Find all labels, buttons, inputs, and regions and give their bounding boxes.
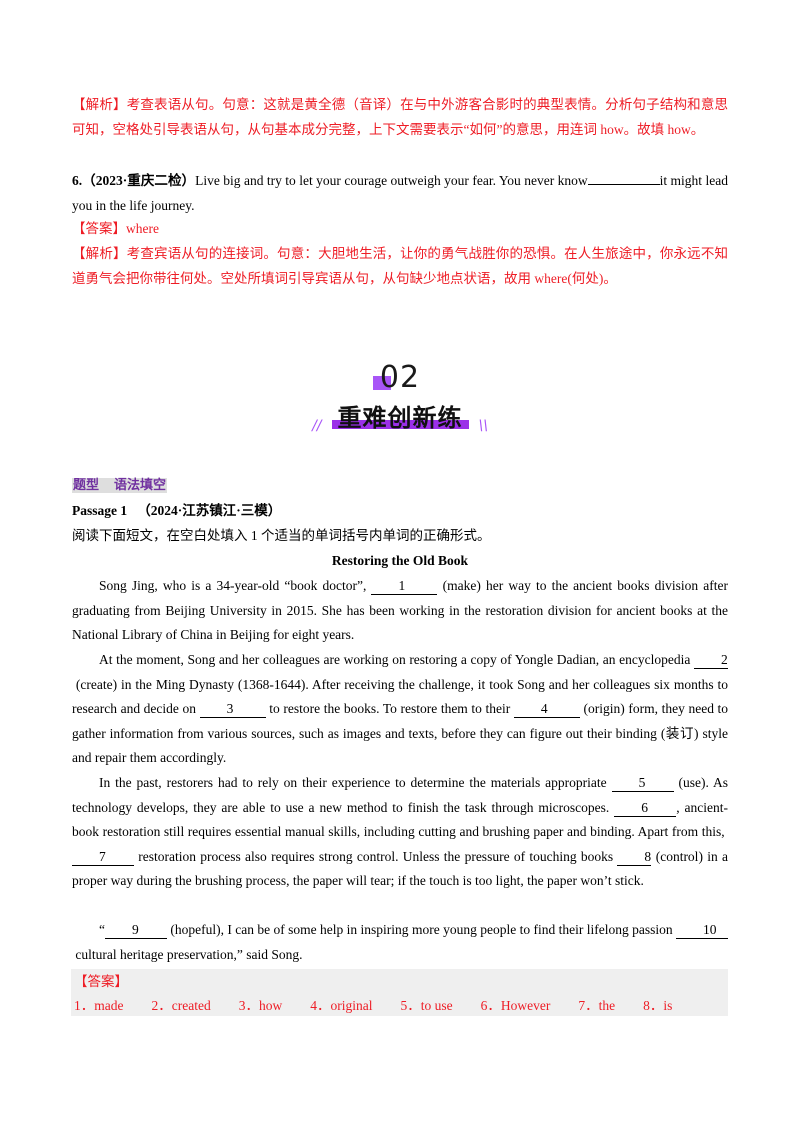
blank-2: 2 xyxy=(694,652,729,669)
question-stem-before: Live big and try to let your courage out… xyxy=(195,173,588,188)
answer-blank xyxy=(587,168,660,185)
answer-item: 7．the xyxy=(578,998,616,1013)
answer-list: 1．made 2．created 3．how 4．original 5．to use 6．… xyxy=(74,994,700,1014)
analysis-label: 【解析】 xyxy=(72,246,127,261)
blank-9: 9 xyxy=(105,922,167,939)
answer-item: 6．However xyxy=(480,998,551,1013)
answer-item: 5．to use xyxy=(400,998,453,1013)
section-title: // 重难创新练 \\ xyxy=(0,398,800,434)
text: cultural heritage preservation,” said So… xyxy=(75,946,303,962)
text: (origin) form, they need to gather infor… xyxy=(72,701,729,765)
type-name: 语法填空 xyxy=(100,478,168,493)
answer-value: where xyxy=(126,221,159,236)
text: (make) her way to the ancient books divi… xyxy=(72,578,729,642)
text: “ xyxy=(99,922,105,937)
blank-5: 5 xyxy=(611,775,674,792)
paragraph-2: At the moment, Song and her colleagues a… xyxy=(72,648,728,771)
question-6: 6.（2023·重庆二检）Live big and try to let you… xyxy=(72,168,728,218)
answer-label: 【答案】 xyxy=(74,974,128,989)
text: At the moment, Song and her colleagues a… xyxy=(99,652,691,667)
analysis-label: 【解析】 xyxy=(72,97,127,112)
blank-7: 7 xyxy=(72,849,134,866)
paragraph-4: “9 (hopeful), I can be of some help in i… xyxy=(72,918,729,967)
analysis-text: 考查宾语从句的连接词。句意：大胆地生活，让你的勇气战胜你的恐惧。在人生旅途中，你… xyxy=(72,246,729,286)
slash-decoration-left: // xyxy=(312,418,322,434)
question-source: （2023·重庆二检） xyxy=(82,173,196,188)
answer-item: 2．created xyxy=(151,998,211,1013)
passage-heading: Passage 1 （2024·江苏镇江·三模） xyxy=(72,499,728,524)
paragraph-3: In the past, restorers had to rely on th… xyxy=(72,771,728,894)
analysis-text: 考查表语从句。句意：这就是黄全德（音译）在与中外游客合影时的典型表情。分析句子结… xyxy=(72,97,729,137)
text: restoration process also requires strong… xyxy=(138,848,614,864)
answer-item: 1．made xyxy=(74,998,124,1013)
blank-3: 3 xyxy=(199,701,266,718)
text: In the past, restorers had to rely on th… xyxy=(99,775,607,790)
text: (create) in the Ming Dynasty (1368-1644)… xyxy=(72,676,728,717)
text: (hopeful), I can be of some help in insp… xyxy=(170,922,673,937)
blank-8: 8 xyxy=(617,849,652,866)
blank-10: 10 xyxy=(676,922,729,939)
type-label: 题型 xyxy=(72,478,101,493)
q6-answer: 【答案】where xyxy=(72,217,728,242)
paragraph-1: Song Jing, who is a 34-year-old “book do… xyxy=(72,574,728,648)
blank-1: 1 xyxy=(371,578,438,595)
section-number: 02 xyxy=(0,360,800,395)
question-number: 6. xyxy=(72,173,83,188)
text: (use). As technology develops, they are … xyxy=(72,775,729,815)
answer-label: 【答案】 xyxy=(72,221,126,236)
exercise-type: 题型语法填空 xyxy=(72,473,728,499)
q6-analysis: 【解析】考查宾语从句的连接词。句意：大胆地生活，让你的勇气战胜你的恐惧。在人生旅… xyxy=(72,242,728,291)
question-stem-after: it might lead you in the life journey. xyxy=(72,173,728,213)
answer-item: 3．how xyxy=(238,998,283,1013)
text: Song Jing, who is a 34-year-old “book do… xyxy=(99,578,367,593)
passage-title: Restoring the Old Book xyxy=(331,553,469,568)
text: (control) in a proper way during the bru… xyxy=(72,848,728,889)
section-number-text: 02 xyxy=(379,360,421,395)
section-title-text: 重难创新练 xyxy=(337,404,463,432)
answer-item: 8．is xyxy=(643,998,673,1013)
answer-item: 4．original xyxy=(310,998,373,1013)
slash-decoration-right: \\ xyxy=(478,418,488,434)
title-underline-bar xyxy=(331,420,469,429)
blank-4: 4 xyxy=(513,701,580,718)
blank-6: 6 xyxy=(614,800,677,817)
text: , ancient-book restoration still require… xyxy=(72,799,728,840)
text: to restore the books. To restore them to… xyxy=(269,701,511,716)
instruction: 阅读下面短文，在空白处填入 1 个适当的单词括号内单词的正确形式。 xyxy=(72,528,491,543)
passage-source: （2024·江苏镇江·三模） xyxy=(137,503,282,518)
passage-label: Passage 1 xyxy=(72,503,128,518)
q5-analysis: 【解析】考查表语从句。句意：这就是黄全德（音译）在与中外游客合影时的典型表情。分… xyxy=(72,93,728,142)
answer-box xyxy=(71,969,728,1016)
section-number-accent xyxy=(372,376,391,390)
